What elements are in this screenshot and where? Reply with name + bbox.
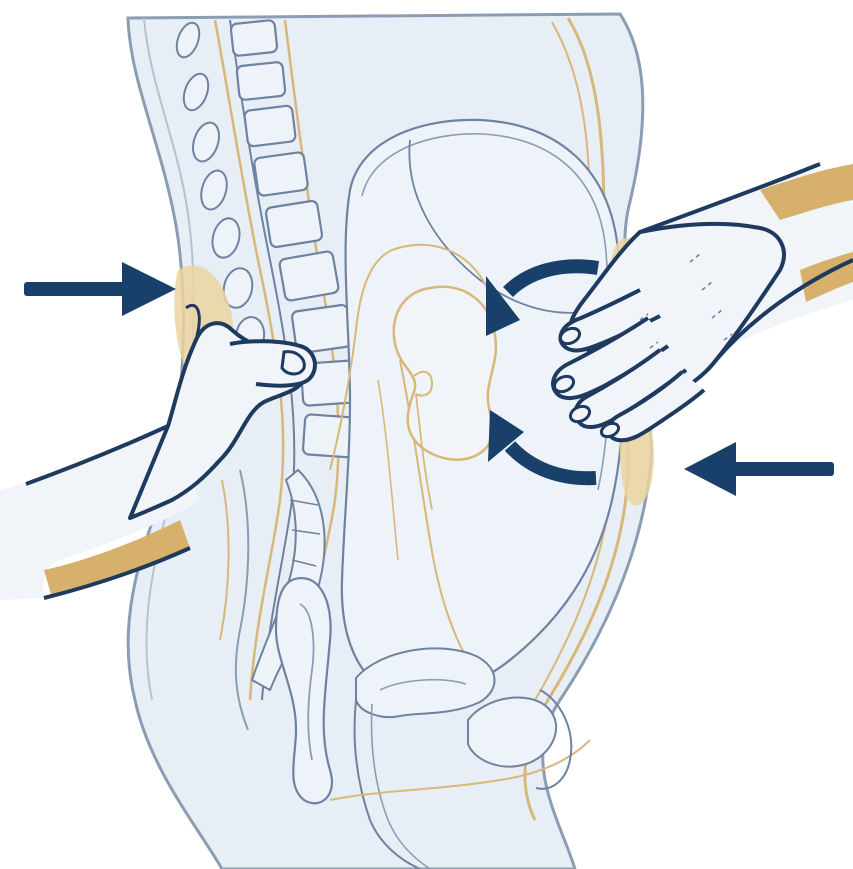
back-hand-thumbnail (282, 352, 304, 374)
vertebra (254, 152, 309, 197)
right-arrow-icon (24, 262, 176, 316)
vertebra (236, 62, 285, 101)
vertebra (244, 105, 296, 147)
vertebra (230, 20, 277, 56)
left-arrow-icon (684, 442, 834, 496)
vertebra (265, 200, 323, 248)
vertebra (279, 251, 339, 302)
